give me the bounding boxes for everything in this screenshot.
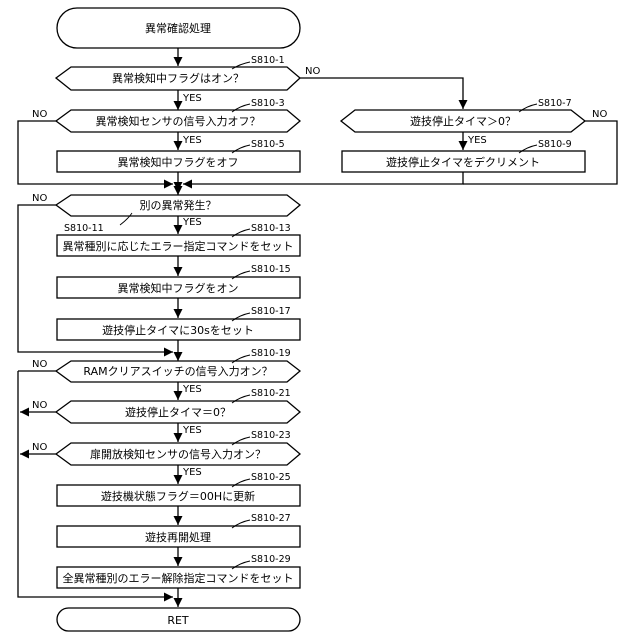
yes-label: YES bbox=[182, 425, 202, 436]
step-id-s810-3: S810-3 bbox=[251, 98, 285, 109]
no-label: NO bbox=[305, 66, 320, 77]
yes-label: YES bbox=[182, 135, 202, 146]
yes-label: YES bbox=[182, 384, 202, 395]
step-id-s810-9: S810-9 bbox=[538, 139, 572, 150]
s810-7-text: 遊技停止タイマ＞0？ bbox=[410, 114, 516, 128]
s810-15-text: 異常検知中フラグをオン bbox=[118, 281, 239, 295]
start-label: 異常確認処理 bbox=[145, 21, 211, 35]
no-label: NO bbox=[32, 400, 47, 411]
s810-19-text: RAMクリアスイッチの信号入力オン？ bbox=[83, 365, 272, 378]
s810-1-text: 異常検知中フラグはオン？ bbox=[112, 71, 244, 85]
s810-25-text: 遊技機状態フラグ＝00Hに更新 bbox=[101, 489, 255, 503]
flowchart-shapes bbox=[56, 8, 585, 631]
step-id-s810-7: S810-7 bbox=[538, 98, 572, 109]
s810-17-text: 遊技停止タイマに30sをセット bbox=[102, 323, 254, 337]
no-label: NO bbox=[592, 109, 607, 120]
no-label: NO bbox=[32, 359, 47, 370]
step-id-s810-15: S810-15 bbox=[251, 264, 291, 275]
s810-23-text: 扉開放検知センサの信号入力オン？ bbox=[90, 447, 266, 461]
s810-3-text: 異常検知センサの信号入力オフ？ bbox=[96, 114, 261, 128]
yes-label: YES bbox=[182, 467, 202, 478]
step-id-s810-11: S810-11 bbox=[64, 223, 104, 234]
no-label: NO bbox=[32, 193, 47, 204]
step-id-s810-17: S810-17 bbox=[251, 306, 291, 317]
s810-21-text: 遊技停止タイマ＝0？ bbox=[125, 405, 231, 419]
step-id-s810-5: S810-5 bbox=[251, 139, 285, 150]
s810-9-text: 遊技停止タイマをデクリメント bbox=[386, 155, 540, 169]
yes-label: YES bbox=[467, 135, 487, 146]
end-label: RET bbox=[167, 614, 189, 627]
s810-27-text: 遊技再開処理 bbox=[145, 530, 211, 544]
s810-13-text: 異常種別に応じたエラー指定コマンドをセット bbox=[63, 239, 294, 253]
step-id-s810-25: S810-25 bbox=[251, 472, 291, 483]
s810-29-text: 全異常種別のエラー解除指定コマンドをセット bbox=[63, 571, 294, 585]
step-id-s810-23: S810-23 bbox=[251, 430, 291, 441]
yes-label: YES bbox=[182, 217, 202, 228]
s810-11-text: 別の異常発生？ bbox=[140, 198, 217, 212]
no-label: NO bbox=[32, 442, 47, 453]
step-id-s810-29: S810-29 bbox=[251, 554, 291, 565]
no-label: NO bbox=[32, 109, 47, 120]
s810-5-text: 異常検知中フラグをオフ bbox=[118, 155, 239, 169]
step-id-s810-19: S810-19 bbox=[251, 348, 291, 359]
step-id-s810-27: S810-27 bbox=[251, 513, 291, 524]
step-id-s810-1: S810-1 bbox=[251, 55, 285, 66]
step-id-s810-13: S810-13 bbox=[251, 223, 291, 234]
yes-label: YES bbox=[182, 93, 202, 104]
step-id-s810-21: S810-21 bbox=[251, 388, 291, 399]
